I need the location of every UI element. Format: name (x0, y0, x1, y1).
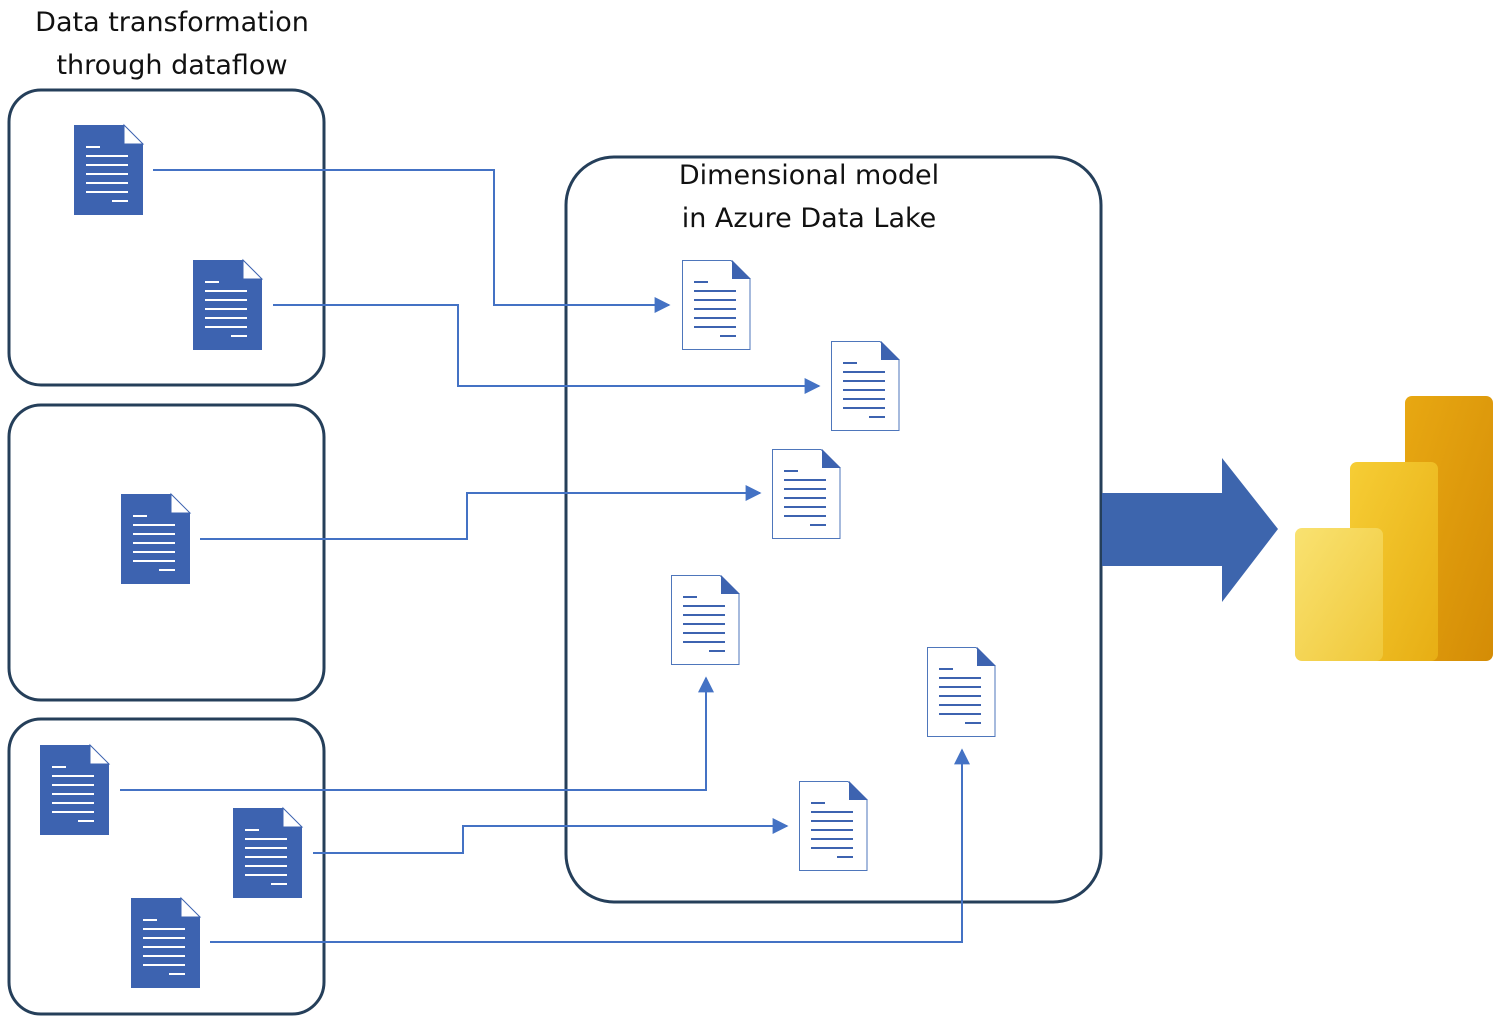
target-document-icon (830, 340, 901, 432)
source-document-icon (120, 493, 191, 585)
source-document-icon (232, 807, 303, 899)
target-document-icon (926, 646, 997, 738)
connector-5 (313, 818, 789, 854)
data-lake-title-line1: Dimensional model (678, 160, 940, 191)
source-document-icon (192, 259, 263, 351)
data-lake-title-line2: in Azure Data Lake (681, 203, 937, 234)
target-document-icon (771, 448, 842, 540)
dataflow-box-2 (7, 403, 326, 702)
dataflow-box-3 (7, 717, 326, 1016)
target-document-icon (681, 259, 752, 351)
connector-4 (120, 676, 714, 791)
source-document-icon (73, 124, 144, 216)
connector-1 (153, 169, 671, 313)
source-document-icon (130, 897, 201, 989)
dataflow-title-line2: through dataflow (56, 50, 288, 81)
data-lake-title: Dimensional model in Azure Data Lake (609, 154, 1009, 240)
power-bi-icon (1295, 396, 1493, 661)
connector-2 (273, 304, 821, 394)
connector-6 (210, 748, 970, 943)
source-document-icon (39, 744, 110, 836)
dataflow-title: Data transformation through dataflow (0, 1, 344, 87)
dataflow-title-line1: Data transformation (35, 7, 309, 38)
target-document-icon (670, 574, 741, 666)
data-lake-box (564, 155, 1103, 904)
target-document-icon (798, 780, 869, 872)
big-arrow (1102, 458, 1278, 602)
connector-3 (200, 485, 762, 540)
dataflow-box-1 (7, 88, 326, 387)
